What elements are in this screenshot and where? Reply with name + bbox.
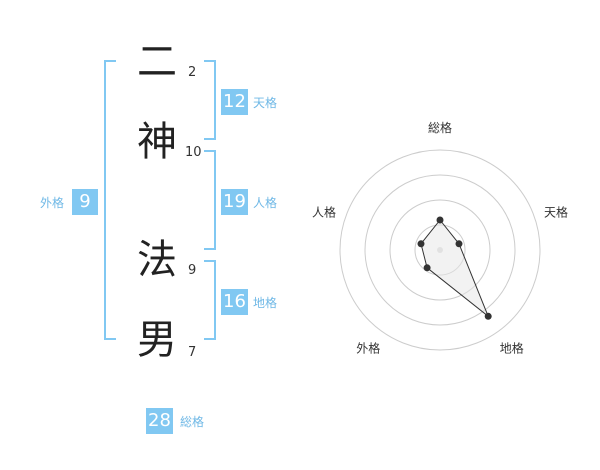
stroke-count-1: 2 [188,65,197,80]
name-char-2: 神 [137,119,177,165]
radar-point-3 [423,264,431,272]
stroke-count-3: 9 [188,263,197,278]
radar-ring-2 [389,199,491,301]
soukaku-badge: 28 [146,408,173,434]
radar-axis-label-3: 外格 [356,341,380,356]
tenkaku-badge: 12 [221,89,248,115]
radar-axis-label-2: 地格 [500,341,524,356]
radar-point-2 [484,312,492,320]
stroke-count-4: 7 [188,345,197,360]
radar-point-4 [417,240,425,248]
radar-axis-label-1: 天格 [544,204,568,219]
name-char-1: 二 [137,39,177,85]
gaikaku-badge: 9 [72,189,98,215]
gaikaku-label: 外格 [40,196,65,210]
radar-ring-4 [339,149,541,351]
radar-axis-label-4: 人格 [312,204,336,219]
stroke-count-2: 10 [185,145,202,160]
gaikaku-bracket [104,60,116,340]
name-char-3: 法 [137,237,177,283]
radar-point-1 [455,240,463,248]
jinkaku-bracket [204,150,216,250]
tenkaku-bracket [204,60,216,140]
radar-axis-label-0: 総格 [428,120,452,135]
jinkaku-label: 人格 [253,196,278,210]
chikaku-badge: 16 [221,289,248,315]
radar-point-0 [436,216,444,224]
radar-series-polygon [420,219,490,318]
name-char-4: 男 [137,317,177,363]
chikaku-bracket [204,260,216,340]
jinkaku-badge: 19 [221,189,248,215]
chikaku-label: 地格 [253,296,278,310]
tenkaku-label: 天格 [253,96,278,110]
soukaku-label: 総格 [180,415,205,429]
radar-ring-3 [364,174,516,326]
